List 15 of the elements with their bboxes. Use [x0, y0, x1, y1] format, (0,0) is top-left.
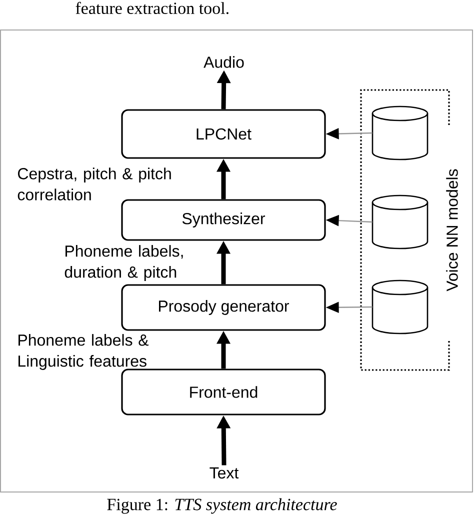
process-box: LPCNet [121, 109, 326, 159]
database-cylinder [372, 106, 428, 160]
database-cylinder [372, 280, 428, 334]
process-box: Prosody generator [121, 284, 326, 331]
process-box: Front-end [121, 368, 326, 416]
io-label: Text [210, 467, 239, 479]
edge-label: Cepstra, pitch & pitch correlation [18, 168, 171, 200]
cut-off-text: feature extraction tool. [76, 2, 228, 14]
process-box: Synthesizer [121, 199, 326, 241]
edge-label: Phoneme labels, duration & pitch [64, 245, 183, 281]
caption: Figure 1: TTS system architecture [107, 498, 337, 514]
database-cylinder [372, 194, 428, 250]
io-label: Audio [204, 56, 244, 68]
edge-label: Phoneme labels & Linguistic features [18, 334, 149, 370]
dotted-group-box: Voice NN models [360, 89, 458, 371]
